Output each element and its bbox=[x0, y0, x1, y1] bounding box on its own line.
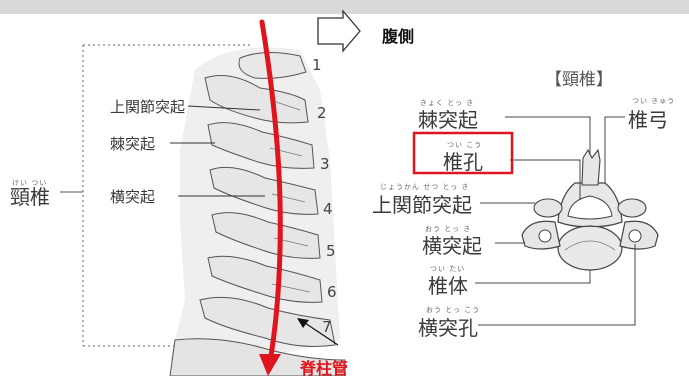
cervical-column-drawing bbox=[60, 45, 345, 376]
label-spinous-left: 棘突起 bbox=[110, 133, 155, 154]
cervical-title: 【頸椎】 bbox=[545, 65, 613, 90]
label-superior-articular-left: 上関節突起 bbox=[110, 96, 185, 117]
vertebra-number-1: 1 bbox=[312, 56, 322, 74]
vertebra-number-5: 5 bbox=[326, 242, 336, 260]
vertebra-number-6: 6 bbox=[327, 283, 337, 301]
label-transverse-right: 横突起 bbox=[422, 230, 482, 259]
label-transverse-foramen: 横突孔 bbox=[418, 312, 478, 341]
ventral-direction-arrow bbox=[318, 11, 360, 51]
label-vertebral-arch: 椎弓 bbox=[628, 104, 668, 133]
vertebra-number-2: 2 bbox=[317, 104, 327, 122]
label-spinous-right: 棘突起 bbox=[418, 104, 478, 133]
vertebra-number-3: 3 bbox=[320, 155, 330, 173]
vertebra-number-4: 4 bbox=[323, 200, 333, 218]
spinal-canal-label: 脊柱管 bbox=[300, 355, 348, 379]
label-vertebral-body: 椎体 bbox=[428, 270, 468, 299]
vertebra-number-7: 7 bbox=[322, 318, 332, 336]
label-foramen: 椎孔 bbox=[443, 146, 483, 175]
region-label-cervical: 頸椎 bbox=[10, 181, 50, 210]
label-superior-articular-right: 上関節突起 bbox=[372, 189, 472, 218]
label-transverse-left: 横突起 bbox=[110, 186, 155, 207]
ventral-label: 腹側 bbox=[382, 23, 414, 47]
